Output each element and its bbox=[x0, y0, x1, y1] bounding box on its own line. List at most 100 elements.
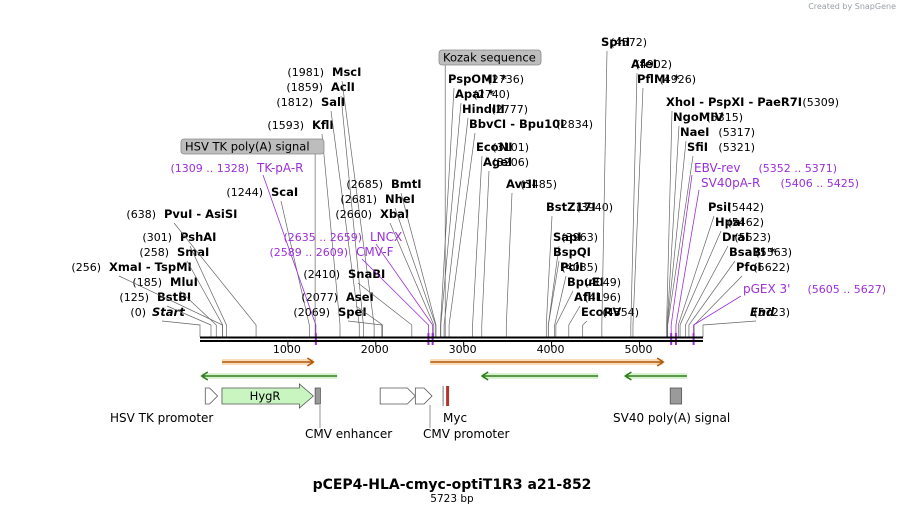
feature-tag-label: Kozak sequence bbox=[443, 51, 536, 65]
feature-tags: HSV TK poly(A) signal Kozak sequence bbox=[180, 49, 542, 337]
site-position: (3206) bbox=[492, 156, 529, 169]
primer-name: pGEX 3' bbox=[743, 282, 790, 296]
site-name: SpeI bbox=[338, 305, 367, 319]
site-name: End bbox=[750, 305, 775, 319]
feature-label: HygR bbox=[250, 389, 281, 403]
site-name: ScaI bbox=[271, 185, 298, 199]
primer-connector bbox=[375, 243, 434, 345]
site-name: BmtI bbox=[391, 177, 422, 191]
site-connector bbox=[685, 245, 729, 337]
site-position: (1812) bbox=[276, 96, 313, 109]
site-connector bbox=[440, 87, 455, 337]
site-connector bbox=[186, 260, 224, 337]
site-connector bbox=[601, 50, 608, 337]
feature-bottom-label: SV40 poly(A) signal bbox=[613, 411, 730, 425]
restriction-sites: Start(0)BstBI(125)MluI(185)XmaI - TspMI(… bbox=[71, 35, 839, 337]
site-connector bbox=[347, 320, 383, 337]
site-connector bbox=[545, 215, 553, 337]
orf-arrowhead bbox=[623, 371, 632, 381]
site-position: (3940) bbox=[576, 201, 613, 214]
site-connector bbox=[341, 80, 375, 337]
site-position: (4902) bbox=[635, 58, 672, 71]
site-position: (1981) bbox=[287, 66, 324, 79]
feature-box bbox=[669, 387, 683, 405]
site-connector bbox=[330, 110, 360, 337]
plasmid-size: 5723 bp bbox=[430, 493, 474, 505]
site-connector bbox=[666, 110, 673, 337]
primer-range: (5406 .. 5425) bbox=[780, 177, 859, 190]
site-name: AflII bbox=[574, 290, 600, 304]
primer-range: (5605 .. 5627) bbox=[807, 283, 886, 296]
site-position: (2685) bbox=[346, 178, 383, 191]
site-position: (5317) bbox=[718, 126, 755, 139]
site-name: SfiI bbox=[687, 140, 708, 154]
site-position: (301) bbox=[142, 231, 172, 244]
site-position: (1593) bbox=[267, 119, 304, 132]
site-name: ApaI * bbox=[455, 87, 494, 101]
site-position: (4572) bbox=[610, 36, 647, 49]
site-position: (5723) bbox=[753, 306, 790, 319]
site-name: NgoMIV bbox=[673, 110, 723, 124]
feature-box bbox=[314, 387, 321, 405]
site-name: MluI bbox=[170, 275, 198, 289]
primer-range: (1309 .. 1328) bbox=[170, 162, 249, 175]
scale-tick-label: 4000 bbox=[537, 343, 565, 356]
site-name: SmaI bbox=[177, 245, 209, 259]
site-name: KflI bbox=[312, 118, 334, 132]
site-position: (3963) bbox=[561, 231, 598, 244]
site-connector bbox=[702, 320, 757, 337]
site-connector bbox=[555, 290, 574, 337]
site-position: (5315) bbox=[706, 111, 743, 124]
site-name: Start bbox=[152, 305, 185, 319]
site-position: (5563) bbox=[755, 246, 792, 259]
feature-arrow bbox=[414, 387, 433, 405]
site-position: (3101) bbox=[492, 141, 529, 154]
site-name: PciI bbox=[560, 260, 583, 274]
site-position: (3485) bbox=[520, 178, 557, 191]
backbone bbox=[200, 336, 703, 342]
site-connector bbox=[280, 200, 310, 337]
site-name: BbvCI - Bpu10I bbox=[469, 117, 564, 131]
scale-tick-label: 3000 bbox=[449, 343, 477, 356]
plasmid-title: pCEP4-HLA-cmyc-optiT1R3 a21-852 bbox=[313, 477, 592, 493]
site-position: (4926) bbox=[659, 73, 696, 86]
site-name: DraI bbox=[722, 230, 749, 244]
site-position: (2660) bbox=[335, 208, 372, 221]
site-connector bbox=[688, 260, 736, 337]
feature-tag-box bbox=[438, 49, 542, 66]
site-position: (5462) bbox=[727, 216, 764, 229]
site-connector bbox=[481, 170, 490, 337]
site-connector bbox=[667, 155, 694, 337]
site-position: (1859) bbox=[286, 81, 323, 94]
site-position: (5622) bbox=[753, 261, 790, 274]
site-name: PvuI - AsiSI bbox=[164, 207, 237, 221]
site-connector bbox=[505, 192, 513, 337]
site-name: AvrII bbox=[506, 177, 536, 191]
site-position: (2681) bbox=[340, 193, 377, 206]
primer-name: SV40pA-R bbox=[701, 176, 760, 190]
scale-tick-label: 2000 bbox=[361, 343, 389, 356]
site-connector bbox=[448, 132, 476, 337]
site-name: PflMI * bbox=[637, 72, 680, 86]
site-connector bbox=[357, 282, 413, 337]
primer-range: (5352 .. 5371) bbox=[758, 162, 837, 175]
site-connector bbox=[568, 305, 581, 337]
feature-hygr-arrow bbox=[221, 383, 314, 409]
feature-arrow bbox=[204, 387, 219, 405]
site-position: (2740) bbox=[473, 88, 510, 101]
snapgene-brand: Created by SnapGene bbox=[808, 2, 896, 11]
site-position: (2077) bbox=[301, 291, 338, 304]
site-name: SphI bbox=[601, 35, 630, 49]
site-name: MscI bbox=[332, 65, 361, 79]
site-connector bbox=[679, 230, 722, 337]
feature-tag-label: HSV TK poly(A) signal bbox=[185, 140, 310, 154]
site-name: XbaI bbox=[380, 207, 409, 221]
site-name: SalI bbox=[321, 95, 345, 109]
site-connector bbox=[400, 192, 437, 337]
site-connector bbox=[440, 102, 462, 337]
site-name: XhoI - PspXI - PaeR7I bbox=[666, 95, 802, 109]
site-name: BstZ17I bbox=[546, 200, 596, 214]
site-connector bbox=[630, 72, 638, 337]
site-connector bbox=[161, 320, 201, 337]
